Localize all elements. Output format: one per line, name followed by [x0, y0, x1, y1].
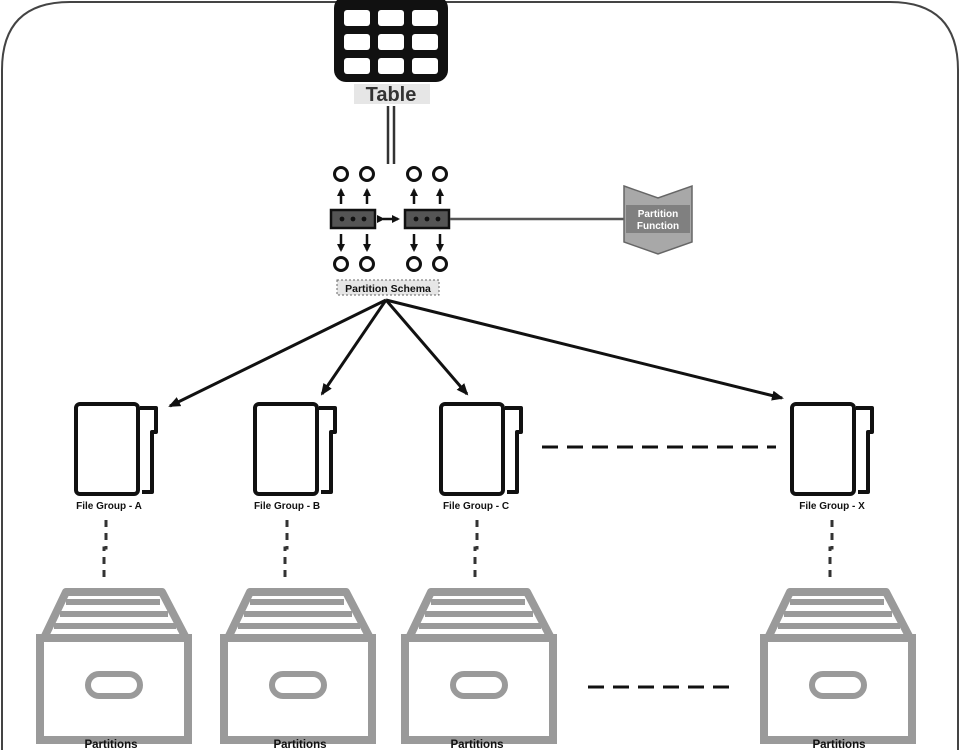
archive-box-icon: [224, 592, 372, 740]
arrow-to-file-group-x: [385, 298, 784, 401]
table-label: Table: [366, 84, 417, 106]
file-group-icon: [790, 402, 874, 496]
archive-box-icon: [764, 592, 912, 740]
arrow-to-file-group-a: [168, 298, 387, 408]
arrow-to-file-group-c: [384, 299, 469, 396]
archive-box-icon: [405, 592, 553, 740]
partitions-label: Partitions: [450, 739, 503, 750]
file-group-label: File Group - X: [799, 501, 865, 512]
partition-function-label-line2: Function: [637, 221, 679, 232]
file-group-label: File Group - B: [254, 501, 320, 512]
arrow-to-file-group-b: [320, 299, 388, 396]
partition-schema-label: Partition Schema: [345, 283, 431, 295]
file-group-icon: [439, 402, 523, 496]
table-grid-icon: [334, 0, 448, 82]
file-group-label: File Group - A: [76, 501, 142, 512]
partition-function-icon: [623, 184, 693, 255]
partition-function-label-line1: Partition: [638, 209, 679, 220]
partitions-label: Partitions: [84, 739, 137, 750]
archive-box-icon: [40, 592, 188, 740]
partitions-label: Partitions: [273, 739, 326, 750]
partition-schema-icon: [329, 166, 451, 272]
partition-schema-label-box: [336, 279, 440, 296]
partitions-label: Partitions: [812, 739, 865, 750]
file-group-label: File Group - C: [443, 501, 509, 512]
file-group-icon: [253, 402, 337, 496]
file-group-icon: [74, 402, 158, 496]
